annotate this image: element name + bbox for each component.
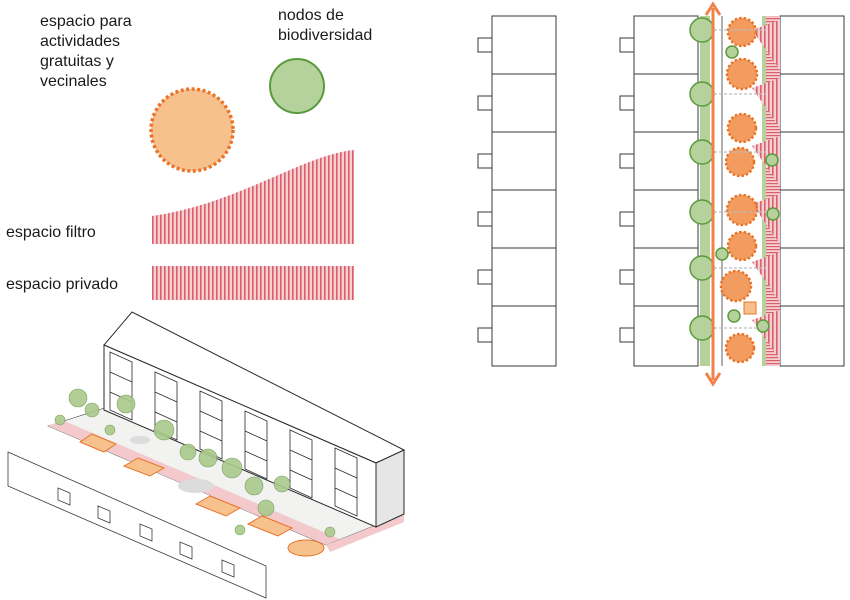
proposed-west-building <box>619 15 699 367</box>
iso-building-end <box>375 449 405 528</box>
iso-community-plots <box>78 433 325 557</box>
isometric-view <box>7 311 406 599</box>
iso-balconies <box>109 351 358 517</box>
biodiversity-node-symbol <box>269 58 325 114</box>
proposed-east-building <box>779 15 845 367</box>
community-space-symbol <box>149 87 235 173</box>
existing-unit-dividers <box>492 73 556 307</box>
plan-existing <box>477 15 557 367</box>
private-space-symbol <box>152 266 354 300</box>
legend: espacio para actividades gratuitas y vec… <box>6 7 372 300</box>
community-circles <box>719 16 759 364</box>
green-strip-west <box>700 16 710 366</box>
filter-wedges <box>752 20 780 360</box>
filter-space-symbol <box>152 150 354 244</box>
iso-low-block <box>7 451 267 599</box>
iso-trees <box>54 388 336 538</box>
plan-proposed <box>619 1 845 387</box>
legend-filter-label: espacio filtro <box>6 224 96 241</box>
iso-paths <box>130 436 214 493</box>
legend-community-label: espacio para actividades gratuitas y vec… <box>40 13 136 90</box>
connection-arrows <box>714 29 766 329</box>
legend-private-label: espacio privado <box>6 276 118 293</box>
iso-low-block-entrances <box>57 487 235 578</box>
existing-building-block <box>491 15 557 367</box>
corridor-arrow <box>704 1 722 387</box>
existing-unit-entrances <box>477 37 493 343</box>
legend-biodiversity-label: nodos de biodiversidad <box>278 7 372 44</box>
